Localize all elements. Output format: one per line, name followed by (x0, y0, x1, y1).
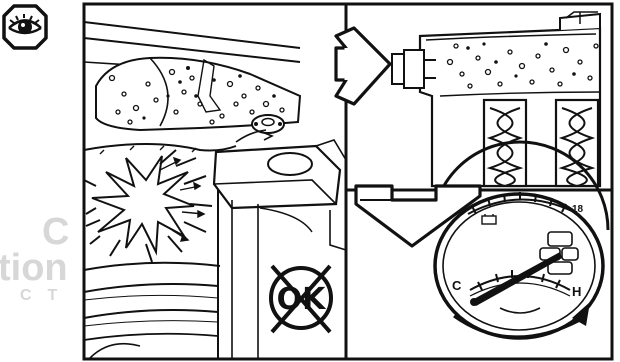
gauge-hot-mark: H (572, 284, 581, 299)
battery-icon (482, 214, 496, 224)
eye-icon (4, 6, 46, 48)
gauge-cold-mark: C (452, 278, 462, 293)
watermark-line-3: CT (20, 287, 73, 304)
right-top-panel (346, 4, 612, 190)
crossed-out-ok-icon: OK (271, 266, 331, 332)
watermark: C tion CT (0, 211, 73, 304)
gauge-tick-high: 18 (572, 204, 584, 215)
left-panel: OK (84, 4, 346, 359)
watermark-line-2: tion (0, 247, 68, 289)
